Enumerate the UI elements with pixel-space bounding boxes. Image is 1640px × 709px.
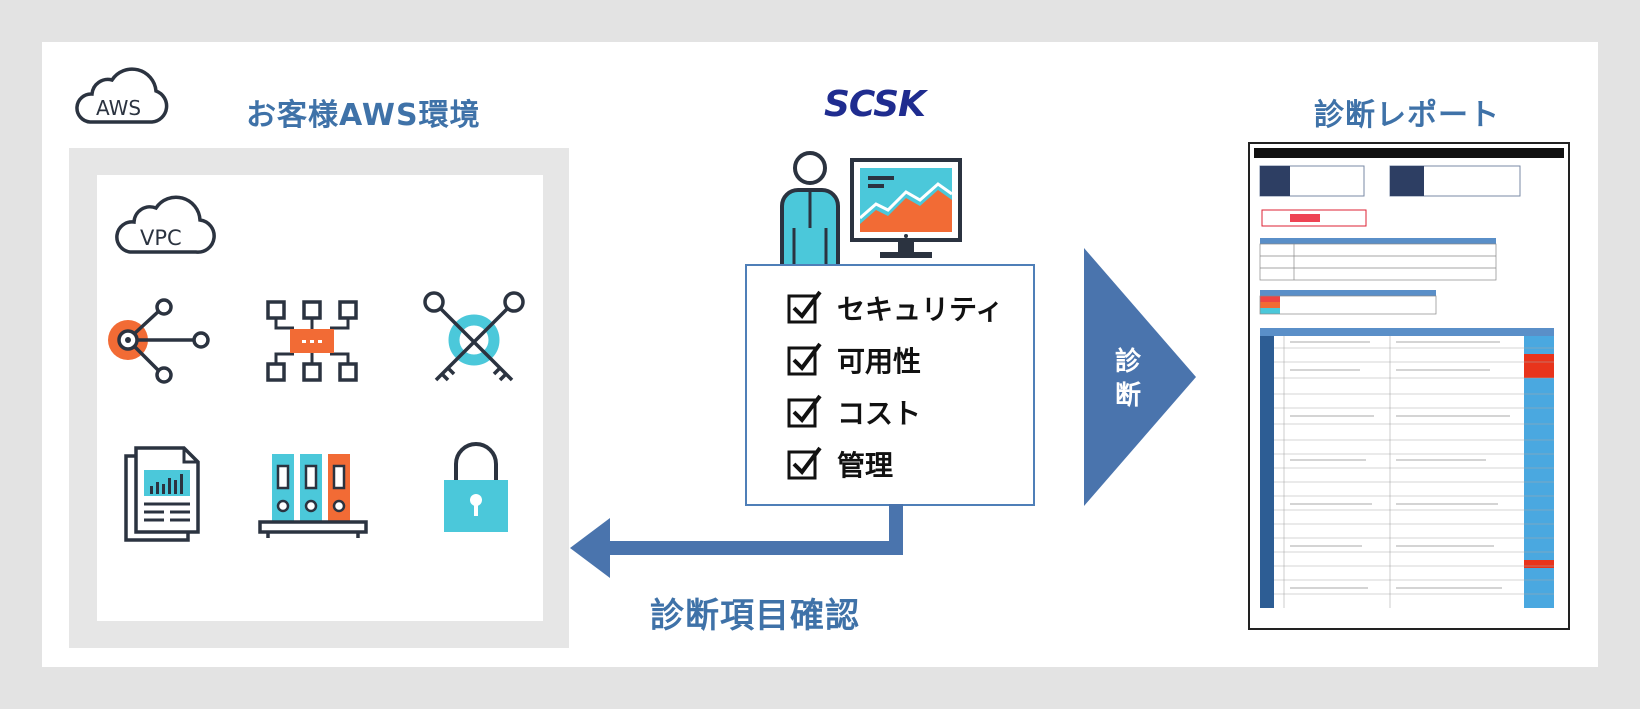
checklist-item: 管理 [787, 444, 893, 484]
checklist-item-label: 管理 [837, 449, 894, 482]
confirm-items-label: 診断項目確認 [650, 596, 860, 636]
checklist-item: セキュリティ [787, 288, 1003, 328]
customer-env-title: お客様AWS環境 [246, 98, 481, 133]
vpc-cloud-label: VPC [140, 226, 182, 250]
checklist-item: コスト [787, 392, 921, 432]
document-chart-icon [124, 446, 200, 542]
network-nodes-icon [108, 298, 210, 384]
checklist-item-label: 可用性 [837, 345, 922, 378]
vpc-cloud-icon [115, 195, 216, 254]
keys-icon [423, 291, 525, 382]
checkbox-icon [787, 342, 822, 376]
aws-cloud-label: AWS [96, 96, 142, 120]
diagnose-arrow [1084, 248, 1196, 506]
diagnosis-checklist: セキュリティ 可用性 コスト 管理 [745, 264, 1035, 506]
scsk-logo: SCSK [824, 84, 926, 125]
aws-cloud-icon [75, 67, 169, 124]
report-title: 診断レポート [1314, 98, 1500, 133]
report-document-image [1254, 148, 1564, 608]
checkbox-icon [787, 290, 822, 324]
diagnose-label: 診断 [1114, 347, 1141, 411]
checkbox-icon [787, 446, 822, 480]
org-chart-icon [266, 300, 358, 382]
padlock-icon [444, 442, 508, 532]
checklist-item-label: セキュリティ [837, 293, 1004, 326]
person-icon [780, 151, 840, 264]
checklist-item: 可用性 [787, 340, 921, 380]
monitor-chart-icon [850, 158, 962, 258]
checkbox-icon [787, 394, 822, 428]
binders-icon [258, 454, 368, 538]
confirm-items-arrow [570, 504, 903, 578]
checklist-item-label: コスト [837, 397, 922, 430]
report-thumbnail [1248, 142, 1570, 630]
